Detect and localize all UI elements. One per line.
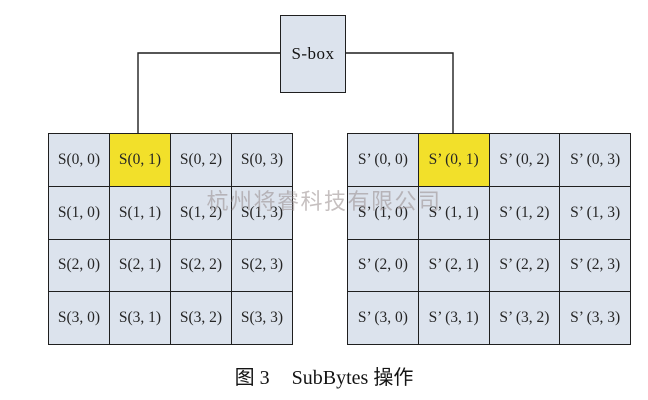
matrix-cell-left_grid-1-2: S(1, 2) bbox=[171, 186, 232, 240]
connector-right-line bbox=[346, 52, 454, 133]
matrix-cell-left_grid-0-0: S(0, 0) bbox=[49, 134, 110, 187]
matrix-cell-right_grid-1-2: S’ (1, 2) bbox=[489, 186, 561, 240]
matrix-cell-right_grid-1-1: S’ (1, 1) bbox=[418, 186, 490, 240]
connector-left-line bbox=[137, 52, 280, 133]
matrix-cell-right_grid-3-3: S’ (3, 3) bbox=[560, 292, 631, 345]
matrix-cell-right_grid-1-3: S’ (1, 3) bbox=[560, 186, 631, 240]
matrix-cell-left_grid-3-0: S(3, 0) bbox=[49, 292, 110, 345]
matrix-cell-left_grid-0-3: S(0, 3) bbox=[232, 134, 293, 187]
matrix-cell-left_grid-2-3: S(2, 3) bbox=[232, 239, 293, 293]
matrix-cell-left_grid-2-1: S(2, 1) bbox=[110, 239, 171, 293]
figure-caption: 图 3 SubBytes 操作 bbox=[0, 361, 648, 390]
matrix-cell-left_grid-2-0: S(2, 0) bbox=[49, 239, 110, 293]
matrix-cell-left_grid-2-2: S(2, 2) bbox=[171, 239, 232, 293]
matrix-cell-right_grid-0-2: S’ (0, 2) bbox=[489, 134, 561, 187]
matrix-cell-left_grid-1-0: S(1, 0) bbox=[49, 186, 110, 240]
figure-number: 图 3 bbox=[234, 367, 270, 389]
matrix-cell-left_grid-1-1: S(1, 1) bbox=[110, 186, 171, 240]
output-state-matrix: S’ (0, 0)S’ (0, 1)S’ (0, 2)S’ (0, 3)S’ (… bbox=[347, 133, 631, 345]
matrix-cell-right_grid-0-1: S’ (0, 1) bbox=[418, 134, 490, 187]
matrix-cell-right_grid-3-0: S’ (3, 0) bbox=[348, 292, 419, 345]
matrix-cell-right_grid-1-0: S’ (1, 0) bbox=[348, 186, 419, 240]
matrix-cell-right_grid-2-2: S’ (2, 2) bbox=[489, 239, 561, 293]
matrix-cell-left_grid-1-3: S(1, 3) bbox=[232, 186, 293, 240]
matrix-cell-right_grid-2-0: S’ (2, 0) bbox=[348, 239, 419, 293]
matrix-cell-left_grid-0-2: S(0, 2) bbox=[171, 134, 232, 187]
matrix-cell-right_grid-2-1: S’ (2, 1) bbox=[418, 239, 490, 293]
figure-title: SubBytes 操作 bbox=[291, 367, 414, 389]
matrix-cell-right_grid-3-1: S’ (3, 1) bbox=[418, 292, 490, 345]
matrix-cell-left_grid-0-1: S(0, 1) bbox=[110, 134, 171, 187]
matrix-cell-left_grid-3-2: S(3, 2) bbox=[171, 292, 232, 345]
matrix-cell-right_grid-0-0: S’ (0, 0) bbox=[348, 134, 419, 187]
matrix-cell-right_grid-3-2: S’ (3, 2) bbox=[489, 292, 561, 345]
matrix-cell-right_grid-0-3: S’ (0, 3) bbox=[560, 134, 631, 187]
input-state-matrix: S(0, 0)S(0, 1)S(0, 2)S(0, 3)S(1, 0)S(1, … bbox=[48, 133, 293, 345]
matrix-cell-right_grid-2-3: S’ (2, 3) bbox=[560, 239, 631, 293]
matrix-cell-left_grid-3-3: S(3, 3) bbox=[232, 292, 293, 345]
matrix-cell-left_grid-3-1: S(3, 1) bbox=[110, 292, 171, 345]
sbox-label: S-box bbox=[291, 44, 335, 63]
sbox-node: S-box bbox=[280, 15, 346, 93]
